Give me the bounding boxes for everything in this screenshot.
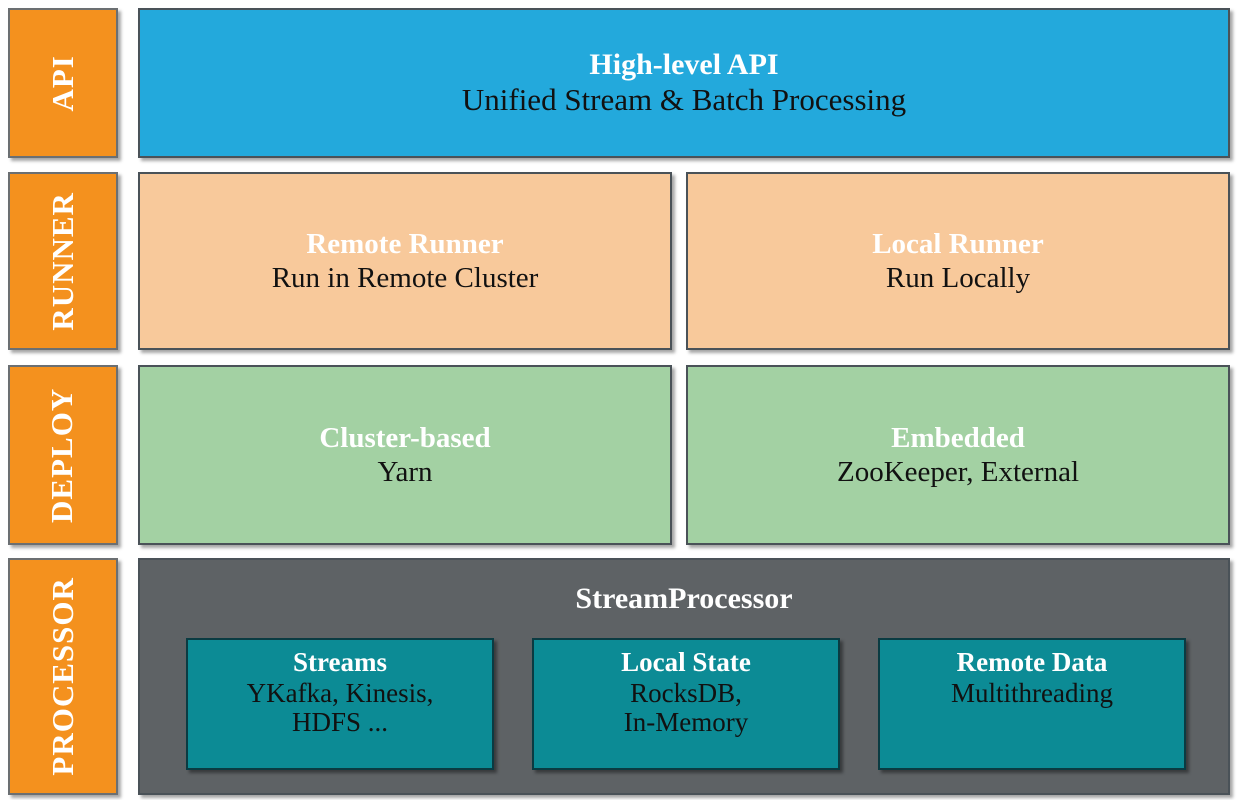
processor-card-local-state-title: Local State: [621, 647, 751, 677]
stream-processor-title: StreamProcessor: [575, 582, 793, 615]
processor-card-remote-data-line1: Multithreading: [951, 677, 1113, 708]
rail-label-runner-text: RUNNER: [44, 191, 80, 331]
rail-label-deploy-text: DEPLOY: [44, 387, 80, 523]
processor-card-streams-body: YKafka, Kinesis, HDFS ...: [246, 677, 434, 738]
rail-label-processor: PROCESSOR: [8, 558, 118, 795]
processor-card-local-state-line1: RocksDB,: [630, 677, 742, 708]
rail-label-deploy: DEPLOY: [8, 365, 118, 545]
embedded-subtitle: ZooKeeper, External: [837, 456, 1079, 488]
processor-card-streams-line1: YKafka, Kinesis,: [246, 677, 434, 708]
processor-card-local-state-body: RocksDB, In-Memory: [623, 677, 749, 738]
rail-label-api: API: [8, 8, 118, 158]
embedded-box: Embedded ZooKeeper, External: [686, 365, 1230, 545]
processor-card-streams-title: Streams: [293, 647, 387, 677]
cluster-based-box: Cluster-based Yarn: [138, 365, 672, 545]
api-layer-box: High-level API Unified Stream & Batch Pr…: [138, 8, 1230, 158]
api-layer-title: High-level API: [589, 47, 779, 81]
stream-processor-card-row: Streams YKafka, Kinesis, HDFS ... Local …: [140, 638, 1232, 770]
cluster-based-title: Cluster-based: [319, 421, 491, 454]
local-runner-subtitle: Run Locally: [885, 262, 1031, 294]
processor-card-remote-data-title: Remote Data: [956, 647, 1108, 677]
embedded-title: Embedded: [891, 421, 1025, 454]
processor-card-remote-data: Remote Data Multithreading: [878, 638, 1186, 770]
local-runner-box: Local Runner Run Locally: [686, 172, 1230, 350]
rail-label-runner: RUNNER: [8, 172, 118, 350]
processor-card-streams-line2: HDFS ...: [291, 707, 389, 738]
processor-card-local-state-line2: In-Memory: [623, 707, 749, 738]
local-runner-title: Local Runner: [872, 227, 1044, 260]
rail-label-processor-text: PROCESSOR: [44, 577, 80, 776]
rail-label-api-text: API: [44, 54, 80, 112]
cluster-based-subtitle: Yarn: [377, 456, 433, 488]
remote-runner-title: Remote Runner: [306, 227, 504, 260]
processor-card-remote-data-body: Multithreading: [951, 677, 1113, 709]
api-layer-subtitle: Unified Stream & Batch Processing: [461, 82, 907, 118]
remote-runner-subtitle: Run in Remote Cluster: [271, 262, 539, 294]
processor-card-local-state: Local State RocksDB, In-Memory: [532, 638, 840, 770]
processor-card-streams: Streams YKafka, Kinesis, HDFS ...: [186, 638, 494, 770]
stream-processor-box: StreamProcessor Streams YKafka, Kinesis,…: [138, 558, 1230, 795]
remote-runner-box: Remote Runner Run in Remote Cluster: [138, 172, 672, 350]
